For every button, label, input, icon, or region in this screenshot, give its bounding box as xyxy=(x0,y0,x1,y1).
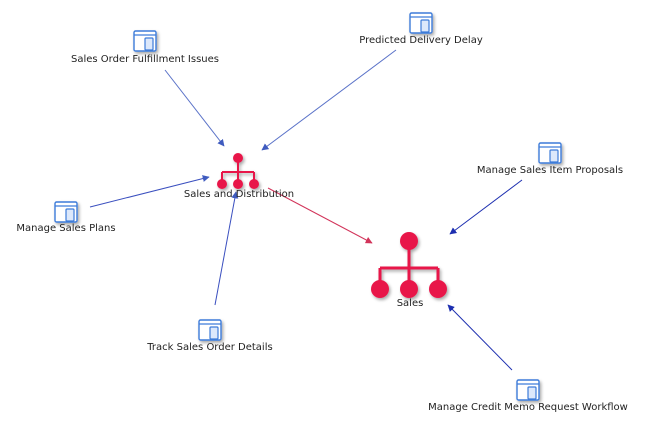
app-window-icon[interactable] xyxy=(198,319,222,341)
edge-proposals-to-sales xyxy=(449,179,523,235)
node-label-manage-sales-plans: Manage Sales Plans xyxy=(16,223,116,234)
node-label-track-sales-order-details: Track Sales Order Details xyxy=(147,342,273,353)
app-window-icon[interactable] xyxy=(133,30,157,52)
node-label-sales-and-distribution: Sales and Distribution xyxy=(183,189,295,200)
edge-track-to-sd xyxy=(214,191,239,306)
hierarchy-icon[interactable] xyxy=(217,153,259,189)
hierarchy-icon[interactable] xyxy=(371,232,447,298)
node-label-manage-credit-memo-request-workflow: Manage Credit Memo Request Workflow xyxy=(428,402,628,413)
app-window-icon[interactable] xyxy=(54,201,78,223)
node-label-sales: Sales xyxy=(396,298,424,309)
edge-creditmemo-to-sales xyxy=(447,304,513,371)
app-window-icon[interactable] xyxy=(409,12,433,34)
node-label-sales-order-fulfillment-issues: Sales Order Fulfillment Issues xyxy=(71,54,219,65)
edge-sd-to-sales xyxy=(267,187,373,244)
edge-fulfillment-to-sd xyxy=(164,69,225,147)
node-label-manage-sales-item-proposals: Manage Sales Item Proposals xyxy=(476,165,624,176)
app-window-icon[interactable] xyxy=(516,379,540,401)
app-window-icon[interactable] xyxy=(538,142,562,164)
edge-plans-to-sd xyxy=(89,175,210,208)
edge-delay-to-sd xyxy=(261,49,397,151)
node-label-predicted-delivery-delay: Predicted Delivery Delay xyxy=(359,35,483,46)
